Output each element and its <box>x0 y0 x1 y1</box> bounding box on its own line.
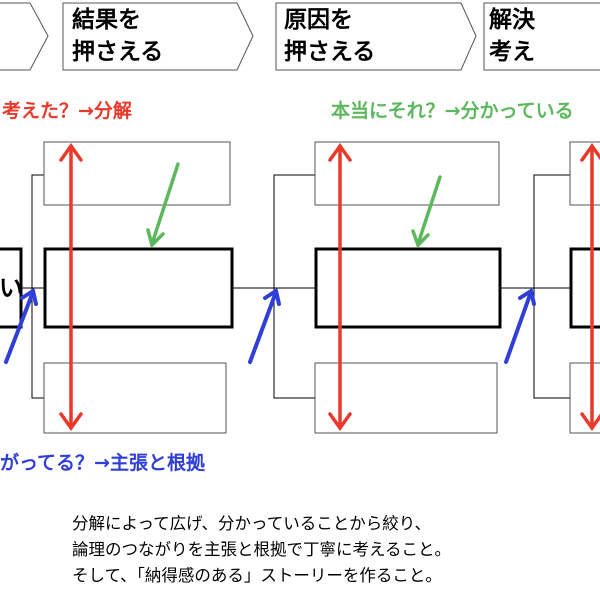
label-known: 本当にそれ？→分かっている <box>331 100 574 122</box>
step-chevron-2 <box>275 2 477 71</box>
footer-line: 論理のつながりを主張と根拠で丁寧に考えること。 <box>72 540 452 559</box>
blue-arrows <box>4 287 536 364</box>
green-arrows <box>146 162 442 249</box>
bracket-3 <box>533 174 570 399</box>
footer-line: そして、「納得感のある」ストーリーを作ること。 <box>72 566 442 585</box>
step-1-label: 結果を押さえる <box>72 7 164 65</box>
left-box-text: い <box>0 274 23 302</box>
main-box-2 <box>314 247 502 329</box>
step-chevron-1 <box>62 2 254 71</box>
label-decomposition: 考えた？→分解 <box>2 100 132 122</box>
main-box-1 <box>43 247 234 329</box>
main-box-3 <box>569 247 600 329</box>
step-3-label: 解決考え <box>489 7 535 65</box>
step-chevron-3 <box>483 2 600 71</box>
footer-line: 分解によって広げ、分かっていることから絞り、 <box>72 514 432 533</box>
red-double-arrows <box>59 142 600 432</box>
bracket-1 <box>31 174 44 399</box>
label-claim-evidence: がってる？→主張と根拠 <box>0 452 205 474</box>
step-chevron-0 <box>0 2 49 71</box>
footer-text: 分解によって広げ、分かっていることから絞り、 論理のつながりを主張と根拠で丁寧に… <box>72 511 451 589</box>
step-2-label: 原因を押さえる <box>284 7 376 65</box>
bracket-2 <box>273 174 315 399</box>
